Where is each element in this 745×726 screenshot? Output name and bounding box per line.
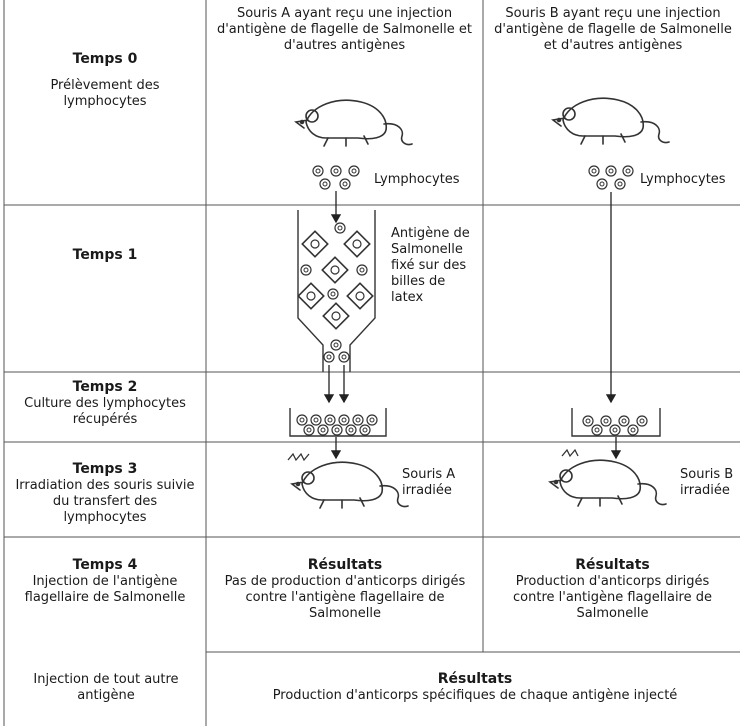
result-b-heading: Résultats	[575, 557, 650, 573]
other-antigen-label: Injection de tout autre antigène	[33, 672, 179, 703]
mouse-b-icon	[552, 97, 670, 145]
step-3-desc: Irradiation des souris suivie du transfe…	[15, 478, 195, 525]
result-b: Résultats Production d'anticorps dirigés…	[500, 556, 725, 622]
result-a-heading: Résultats	[307, 557, 383, 573]
irradiated-a-label: Souris A irradiée	[402, 467, 456, 498]
step-2-desc: Culture des lymphocytes récupérés	[24, 396, 186, 427]
step-3: Temps 3 Irradiation des souris suivie du…	[10, 460, 200, 526]
mouse-b-header: Souris B ayant reçu une injection d'anti…	[494, 6, 732, 53]
result-all-heading: Résultats	[437, 671, 513, 687]
step-4-title: Temps 4	[72, 557, 138, 573]
table-grid	[3, 0, 740, 726]
irradiated-mouse-b-icon	[549, 459, 667, 507]
step-1-title: Temps 1	[72, 247, 138, 263]
column-note: Antigène de Salmonelle fixé sur des bill…	[391, 226, 470, 305]
mouse-a-icon	[295, 99, 413, 147]
result-b-text: Production d'anticorps dirigés contre l'…	[513, 574, 712, 621]
affinity-column-icon	[297, 210, 376, 372]
step-0-desc: Prélèvement des lymphocytes	[50, 78, 160, 109]
step-3-title: Temps 3	[72, 461, 138, 477]
step-0: Temps 0 Prélèvement des lymphocytes	[10, 50, 200, 110]
irradiation-icon	[287, 448, 579, 462]
step-2-title: Temps 2	[72, 379, 138, 395]
result-a: Résultats Pas de production d'anticorps …	[220, 556, 470, 622]
irradiated-mouse-a-icon	[291, 461, 409, 509]
culture-dish-a-icon	[289, 408, 387, 437]
result-a-text: Pas de production d'anticorps dirigés co…	[224, 574, 466, 621]
result-all-text: Production d'anticorps spécifiques de ch…	[272, 688, 678, 703]
step-4: Temps 4 Injection de l'antigène flagella…	[14, 556, 196, 606]
latex-beads-icon	[297, 230, 374, 330]
step-2: Temps 2 Culture des lymphocytes récupéré…	[10, 378, 200, 428]
result-all: Résultats Production d'anticorps spécifi…	[212, 670, 738, 704]
irradiated-b-label: Souris B irradiée	[680, 467, 734, 498]
step-4-desc: Injection de l'antigène flagellaire de S…	[24, 574, 186, 605]
lymphocytes-a-label: Lymphocytes	[374, 172, 460, 187]
lymphocytes-a-icon	[312, 165, 360, 190]
lymphocytes-b-label: Lymphocytes	[640, 172, 726, 187]
culture-dish-b-icon	[571, 408, 661, 437]
mouse-a-header: Souris A ayant reçu une injection d'anti…	[216, 6, 473, 53]
lymphocytes-b-icon	[588, 165, 634, 190]
step-1: Temps 1	[10, 246, 200, 264]
step-0-title: Temps 0	[72, 51, 138, 67]
